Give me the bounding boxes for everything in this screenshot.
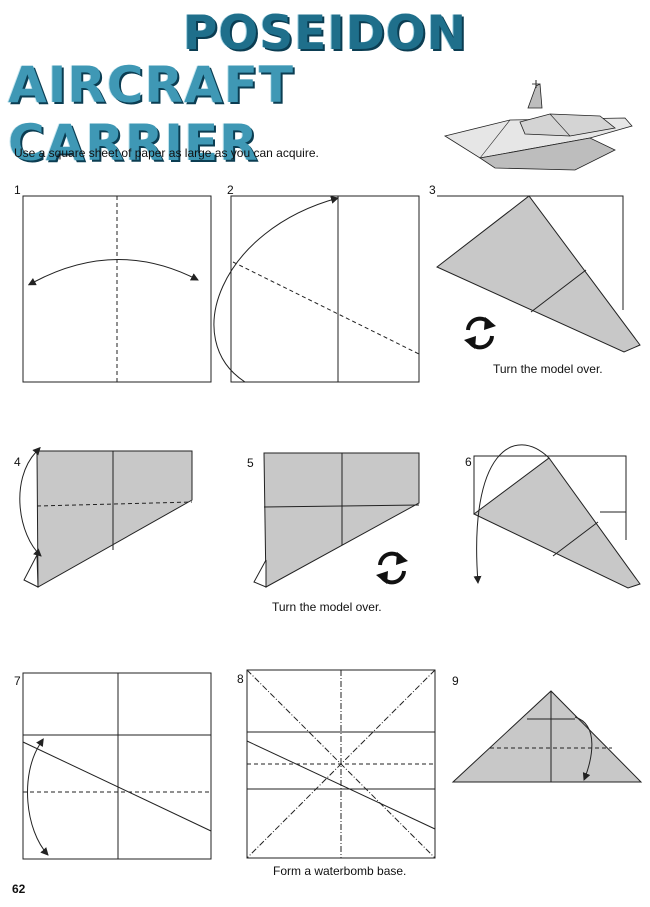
step-number: 9 (452, 674, 459, 688)
fold-arrow-icon (574, 716, 593, 781)
fold-arrow-icon (19, 446, 42, 557)
intro-text: Use a square sheet of paper as large as … (14, 146, 319, 160)
fold-arrow-icon (27, 259, 199, 286)
aircraft-carrier-icon (443, 80, 633, 171)
step-number: 4 (14, 455, 21, 469)
turn-over-icon (376, 551, 408, 585)
step-5-caption: Turn the model over. (272, 600, 382, 614)
fold-arrow-icon (473, 444, 550, 584)
step-number: 3 (429, 183, 436, 197)
step-number: 1 (14, 183, 21, 197)
step-number: 2 (227, 183, 234, 197)
fold-arrow-icon (27, 738, 49, 856)
step-number: 7 (14, 674, 21, 688)
step-8-caption: Form a waterbomb base. (273, 864, 407, 878)
turn-over-icon (464, 316, 496, 350)
fold-arrow-icon (213, 195, 339, 383)
step-number: 5 (247, 456, 254, 470)
step-3-caption: Turn the model over. (493, 362, 603, 376)
title-line-2: AIRCRAFT CARRIER (8, 56, 294, 172)
title-line-1: POSEIDON (182, 6, 468, 61)
step-number: 8 (237, 672, 244, 686)
page-number: 62 (12, 882, 26, 896)
step-number: 6 (465, 455, 472, 469)
